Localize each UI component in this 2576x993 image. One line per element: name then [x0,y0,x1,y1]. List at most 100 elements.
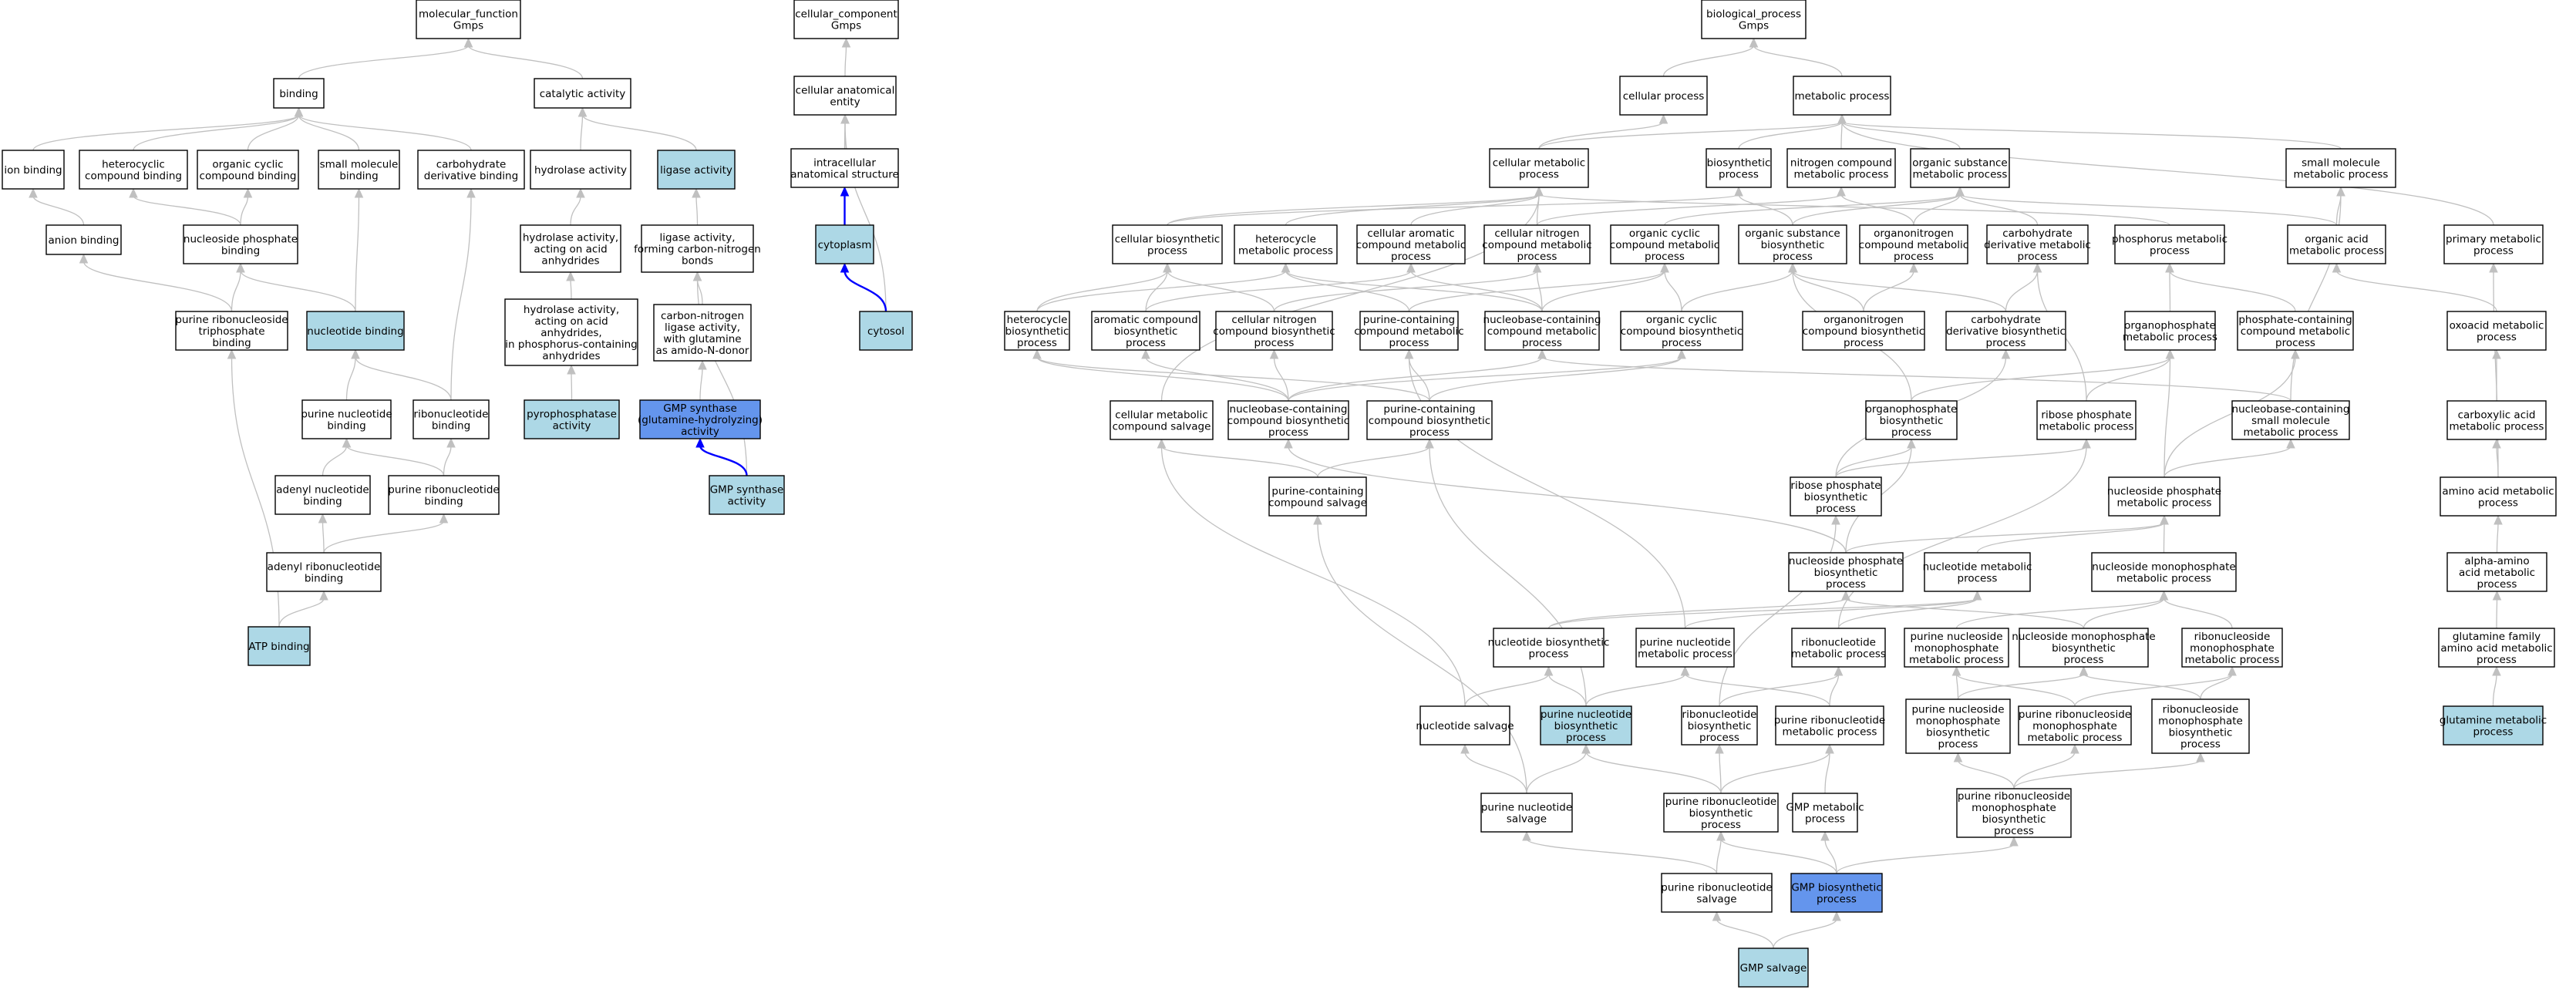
go-term-gmpsalv[interactable]: GMP salvage [1738,948,1809,988]
go-term-nucmonobio[interactable]: nucleoside monophosphatebiosyntheticproc… [2012,628,2156,668]
go-term-hydrolase[interactable]: hydrolase activity [530,150,631,190]
go-term-cytosol[interactable]: cytosol [859,311,913,351]
go-term-atp[interactable]: ATP binding [247,626,311,666]
go-term-hydro_acid[interactable]: hydrolase activity,acting on acidanhydri… [520,224,621,273]
go-term-ion[interactable]: ion binding [2,150,65,190]
go-term-purribmonobio[interactable]: purine ribonucleosidemonophosphatebiosyn… [1956,788,2072,838]
go-term-cytoplasm[interactable]: cytoplasm [815,224,874,264]
go-term-ligase[interactable]: ligase activity [657,150,736,190]
go-term-ligase_cn[interactable]: ligase activity,forming carbon-nitrogenb… [634,224,761,273]
go-term-purnucmonobio[interactable]: purine nucleosidemonophosphatebiosynthet… [1905,698,2011,754]
go-term-gmps_glut[interactable]: GMP synthase(glutamine-hydrolyzing)activ… [638,399,763,439]
go-term-nucleotide_bind[interactable]: nucleotide binding [306,311,405,351]
go-term-catalytic[interactable]: catalytic activity [534,78,631,109]
go-term-ribmonobio[interactable]: ribonucleosidemonophosphatebiosyntheticp… [2151,698,2250,754]
go-term-hydro_phos[interactable]: hydrolase activity,acting on acidanhydri… [504,298,638,366]
go-term-binding[interactable]: binding [273,78,325,109]
go-term-purnucmonomet[interactable]: purine nucleosidemonophosphatemetabolic … [1904,628,2009,668]
go-term-cellproc[interactable]: cellular process [1619,76,1708,116]
go-term-anion[interactable]: anion binding [45,224,122,255]
go-term-nucsalv[interactable]: nucleotide salvage [1416,705,1514,746]
go-term-metab[interactable]: metabolic process [1793,76,1891,116]
go-term-label: compound binding [85,170,182,183]
go-term-purribmonomet[interactable]: purine ribonucleosidemonophosphatemetabo… [2018,705,2132,746]
